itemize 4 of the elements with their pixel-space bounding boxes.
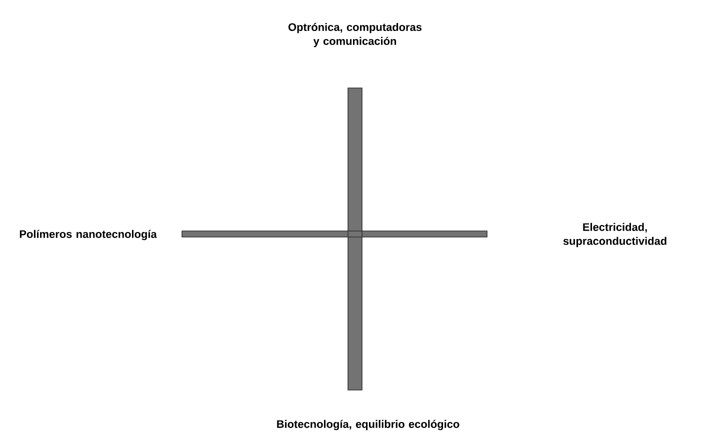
axis-label: Electricidad, supraconductividad — [563, 222, 666, 248]
axis-label: Polímeros nanotecnología — [20, 230, 157, 240]
axis-label: Optrónica, computadoras y comunicación — [288, 22, 422, 48]
axis-label: Biotecnología, equilibrio ecológico — [277, 420, 460, 430]
